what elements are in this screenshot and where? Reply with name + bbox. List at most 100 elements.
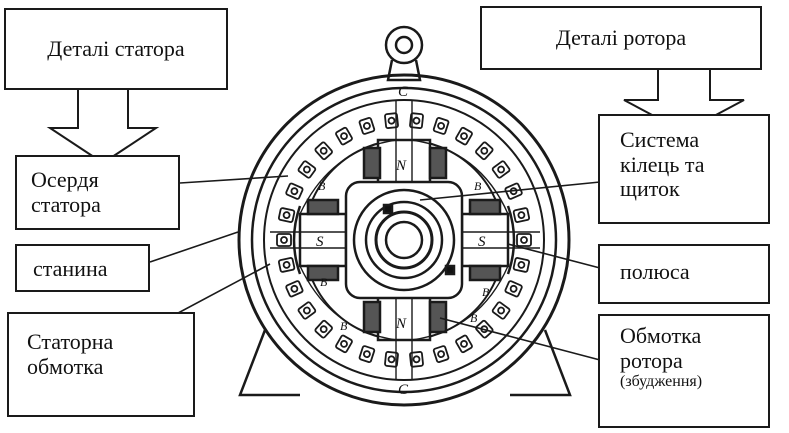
flux-curve-left-top xyxy=(299,139,397,215)
stator-slot xyxy=(512,207,531,223)
rotor-coil-2 xyxy=(428,146,448,180)
stator-slot xyxy=(455,126,473,146)
stator-slot xyxy=(491,301,511,320)
stator-slot xyxy=(335,126,353,146)
stator-slot xyxy=(384,112,399,129)
slip-ring-middle xyxy=(364,200,444,280)
stator-slot xyxy=(504,280,523,298)
stator-conductor xyxy=(282,260,291,269)
stator-conductor xyxy=(280,236,288,244)
stator-conductor xyxy=(362,122,371,130)
stator-slot xyxy=(277,207,296,223)
label-poles: полюса xyxy=(598,244,770,304)
stator-core-outer xyxy=(263,99,545,381)
stator-conductor xyxy=(517,260,526,269)
lifting-eye xyxy=(384,25,424,65)
label-stator-winding-line2: обмотка xyxy=(27,353,104,379)
letter-b-6: B xyxy=(482,285,490,299)
stator-conductor xyxy=(520,236,528,244)
label-rotor-winding-line3: (збудження) xyxy=(620,373,703,391)
label-rotor-winding-line2: ротора xyxy=(620,347,683,373)
label-rotor-winding: Обмотка ротора (збудження) xyxy=(598,314,770,428)
pole-shoe-left xyxy=(292,205,302,275)
rotor-coil-1 xyxy=(362,146,382,180)
base-foot-right xyxy=(510,329,572,397)
frame-outer xyxy=(237,73,571,407)
stator-slot xyxy=(358,117,376,135)
stator-slot xyxy=(455,334,473,354)
stator-conductor xyxy=(290,187,299,196)
rotor-coil-4 xyxy=(428,300,448,334)
stator-conductor xyxy=(497,306,506,315)
letter-b-5: B xyxy=(470,311,478,325)
stator-conductor xyxy=(302,306,311,315)
stator-conductor xyxy=(460,339,468,348)
letter-c-bottom: C xyxy=(398,382,409,398)
stator-slot xyxy=(409,112,424,129)
label-slip-ring-line2: кілець та xyxy=(620,151,705,177)
letter-n-top: N xyxy=(395,158,407,174)
stator-conductor xyxy=(302,165,311,174)
stator-slot xyxy=(432,117,450,135)
stator-slot xyxy=(432,345,450,363)
base-foot-left xyxy=(238,329,300,397)
flux-line-right xyxy=(462,231,540,249)
stator-arrow xyxy=(46,88,160,165)
stator-conductor xyxy=(387,116,396,125)
stator-conductor xyxy=(412,116,421,125)
pole-right xyxy=(460,212,510,268)
stator-conductor xyxy=(319,146,328,155)
letter-b-2: B xyxy=(474,179,482,193)
label-slip-ring-line1: Система xyxy=(620,127,700,152)
stator-slot xyxy=(475,319,494,339)
stator-conductor xyxy=(509,284,518,293)
letter-s-left: S xyxy=(316,234,324,250)
stator-conductor xyxy=(412,355,421,364)
rotor-parts-header: Деталі ротора xyxy=(480,6,762,70)
frame-inner xyxy=(250,86,558,394)
stator-slot xyxy=(285,182,304,200)
leader-frame xyxy=(149,231,239,263)
letter-b-4: B xyxy=(340,319,348,333)
stator-conductor xyxy=(437,122,446,130)
stator-conductor xyxy=(460,132,468,141)
stator-slot xyxy=(297,301,317,320)
stator-slot xyxy=(314,319,333,339)
stator-conductor xyxy=(340,132,348,141)
slip-ring-inner xyxy=(374,210,434,270)
rotor-parts-header-text: Деталі ротора xyxy=(555,24,687,50)
rotor-coil-6 xyxy=(306,264,340,282)
leader-poles xyxy=(507,243,601,269)
label-frame: станина xyxy=(15,244,150,292)
stator-slot xyxy=(475,141,494,161)
label-slip-ring-line3: щиток xyxy=(620,176,680,202)
stator-slot xyxy=(297,160,317,179)
stator-conductor xyxy=(282,211,291,220)
stator-slot xyxy=(276,233,292,247)
rotor-coil-5 xyxy=(306,198,340,216)
stator-slot xyxy=(358,345,376,363)
stator-slot xyxy=(516,233,532,247)
label-stator-winding-line1: Статорна xyxy=(27,329,114,354)
label-stator-core-line1: Осердя xyxy=(31,167,99,192)
label-poles-text: полюса xyxy=(620,259,690,284)
flux-curve-left-bottom xyxy=(299,265,397,341)
shaft xyxy=(384,220,424,260)
stator-conductor xyxy=(480,146,489,155)
letter-b-1: B xyxy=(318,179,326,193)
letter-b-3: B xyxy=(320,275,328,289)
stator-slot xyxy=(314,141,333,161)
label-frame-text: станина xyxy=(33,256,108,281)
stator-slot xyxy=(285,280,304,298)
letter-s-right: S xyxy=(478,234,486,250)
stator-slot xyxy=(277,257,296,273)
rotor-coil-7 xyxy=(468,198,502,216)
lifting-eye-hole xyxy=(394,35,414,55)
pole-shoe-right xyxy=(506,205,516,275)
stator-conductor xyxy=(319,325,328,334)
leader-rotor-winding xyxy=(439,317,601,361)
flux-curve-right-bottom xyxy=(411,265,509,341)
stator-slot xyxy=(384,351,399,368)
label-stator-core: Осердя статора xyxy=(15,155,180,230)
